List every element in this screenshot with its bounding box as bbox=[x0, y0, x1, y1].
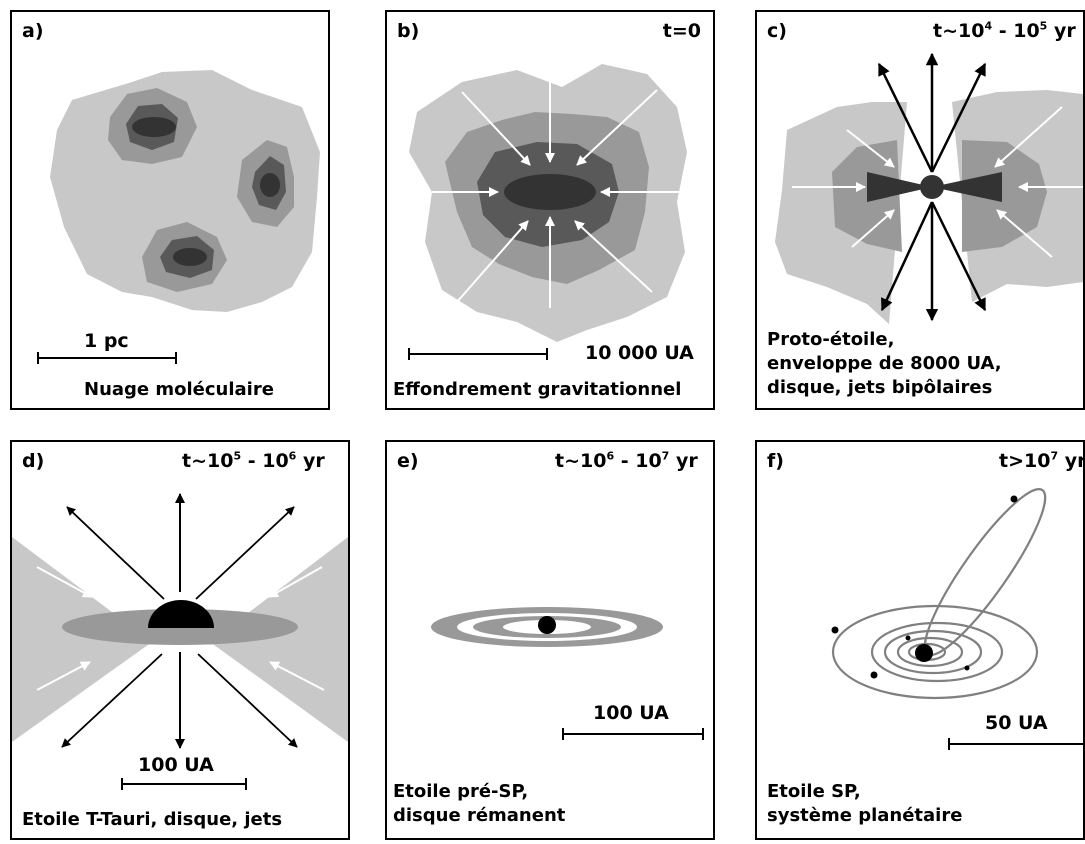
outflow-arrows bbox=[877, 52, 987, 322]
planet bbox=[964, 665, 970, 671]
time-label: t~104 - 105 yr bbox=[933, 19, 1076, 42]
diagonal-arrows bbox=[61, 506, 298, 748]
time-label: t~106 - 107 yr bbox=[555, 449, 698, 472]
time-label: t~105 - 106 yr bbox=[182, 449, 325, 472]
scale-bar bbox=[408, 348, 548, 360]
scale-label: 50 UA bbox=[985, 712, 1048, 734]
orbits bbox=[831, 488, 1047, 700]
main-sequence-star bbox=[915, 644, 933, 662]
t-tauri-star bbox=[148, 600, 214, 628]
scale-bar bbox=[37, 352, 177, 364]
collapse-core bbox=[504, 174, 596, 210]
panel-label: f) bbox=[767, 450, 784, 472]
planet bbox=[870, 671, 878, 679]
planetary-system-drawing bbox=[831, 488, 1083, 750]
orbit-4 bbox=[870, 621, 1004, 683]
panel-e: e) t~106 - 107 yr 100 UA Etoile pré-SP, … bbox=[385, 440, 715, 840]
infall-arrows bbox=[432, 77, 687, 308]
panel-caption: Proto-étoile, enveloppe de 8000 UA, disq… bbox=[767, 329, 1002, 398]
planet bbox=[1010, 495, 1018, 503]
panel-label: e) bbox=[397, 450, 419, 472]
planet bbox=[831, 626, 839, 634]
panel-caption: Nuage moléculaire bbox=[84, 379, 274, 400]
orbit-5 bbox=[831, 604, 1039, 700]
pre-ms-star bbox=[538, 616, 556, 634]
panel-b: b) t=0 10 000 UA Effondrement gravitatio… bbox=[385, 10, 715, 410]
t-tauri-drawing bbox=[12, 493, 348, 790]
panel-label: b) bbox=[397, 20, 420, 42]
planet bbox=[905, 635, 911, 641]
disk-left bbox=[867, 172, 932, 202]
panel-label: a) bbox=[22, 20, 44, 42]
panel-caption: Etoile pré-SP, disque rémanent bbox=[393, 781, 566, 826]
scale-label: 100 UA bbox=[138, 754, 214, 776]
planets bbox=[831, 495, 1018, 679]
panel-f: f) t>107 yr 50 UA Etoile SP, système pla… bbox=[755, 440, 1085, 840]
scale-label: 100 UA bbox=[593, 702, 669, 724]
panel-label: d) bbox=[22, 450, 45, 472]
protostar-core bbox=[920, 175, 944, 199]
inner-right bbox=[962, 140, 1047, 252]
scale-bar bbox=[948, 738, 1083, 750]
scale-label: 1 pc bbox=[84, 330, 129, 352]
clump-2-core bbox=[260, 173, 280, 197]
scale-bar bbox=[121, 778, 247, 790]
collapse-drawing bbox=[408, 64, 687, 360]
cavity-left bbox=[12, 537, 152, 742]
clump-1-core bbox=[132, 117, 176, 137]
molecular-cloud-drawing bbox=[37, 70, 320, 364]
scale-label: 10 000 UA bbox=[585, 342, 694, 364]
panel-a: a) 1 pc Nuage moléculaire bbox=[10, 10, 330, 410]
panel-caption: Etoile T-Tauri, disque, jets bbox=[22, 809, 283, 830]
panel-label: c) bbox=[767, 20, 787, 42]
infall-arrows bbox=[792, 106, 1083, 258]
disk-right bbox=[932, 172, 1002, 202]
protostar-drawing bbox=[775, 52, 1083, 324]
clump-3-core bbox=[173, 248, 207, 266]
cavity-right bbox=[210, 537, 348, 742]
panel-caption: Etoile SP, système planétaire bbox=[767, 781, 963, 826]
remnant-disk-drawing bbox=[431, 607, 704, 740]
orbit-2 bbox=[896, 636, 964, 668]
time-label: t>107 yr bbox=[999, 449, 1085, 472]
orbit-3 bbox=[883, 629, 983, 675]
panel-caption: Effondrement gravitationnel bbox=[393, 379, 682, 400]
time-label: t=0 bbox=[662, 20, 701, 42]
infall-arrows bbox=[36, 566, 325, 691]
scale-bar bbox=[562, 728, 704, 740]
panel-c: c) t~104 - 105 yr Proto-étoile, envelopp… bbox=[755, 10, 1085, 410]
panel-d: d) t~105 - 106 yr 100 UA Etoile T-Tauri,… bbox=[10, 440, 350, 840]
